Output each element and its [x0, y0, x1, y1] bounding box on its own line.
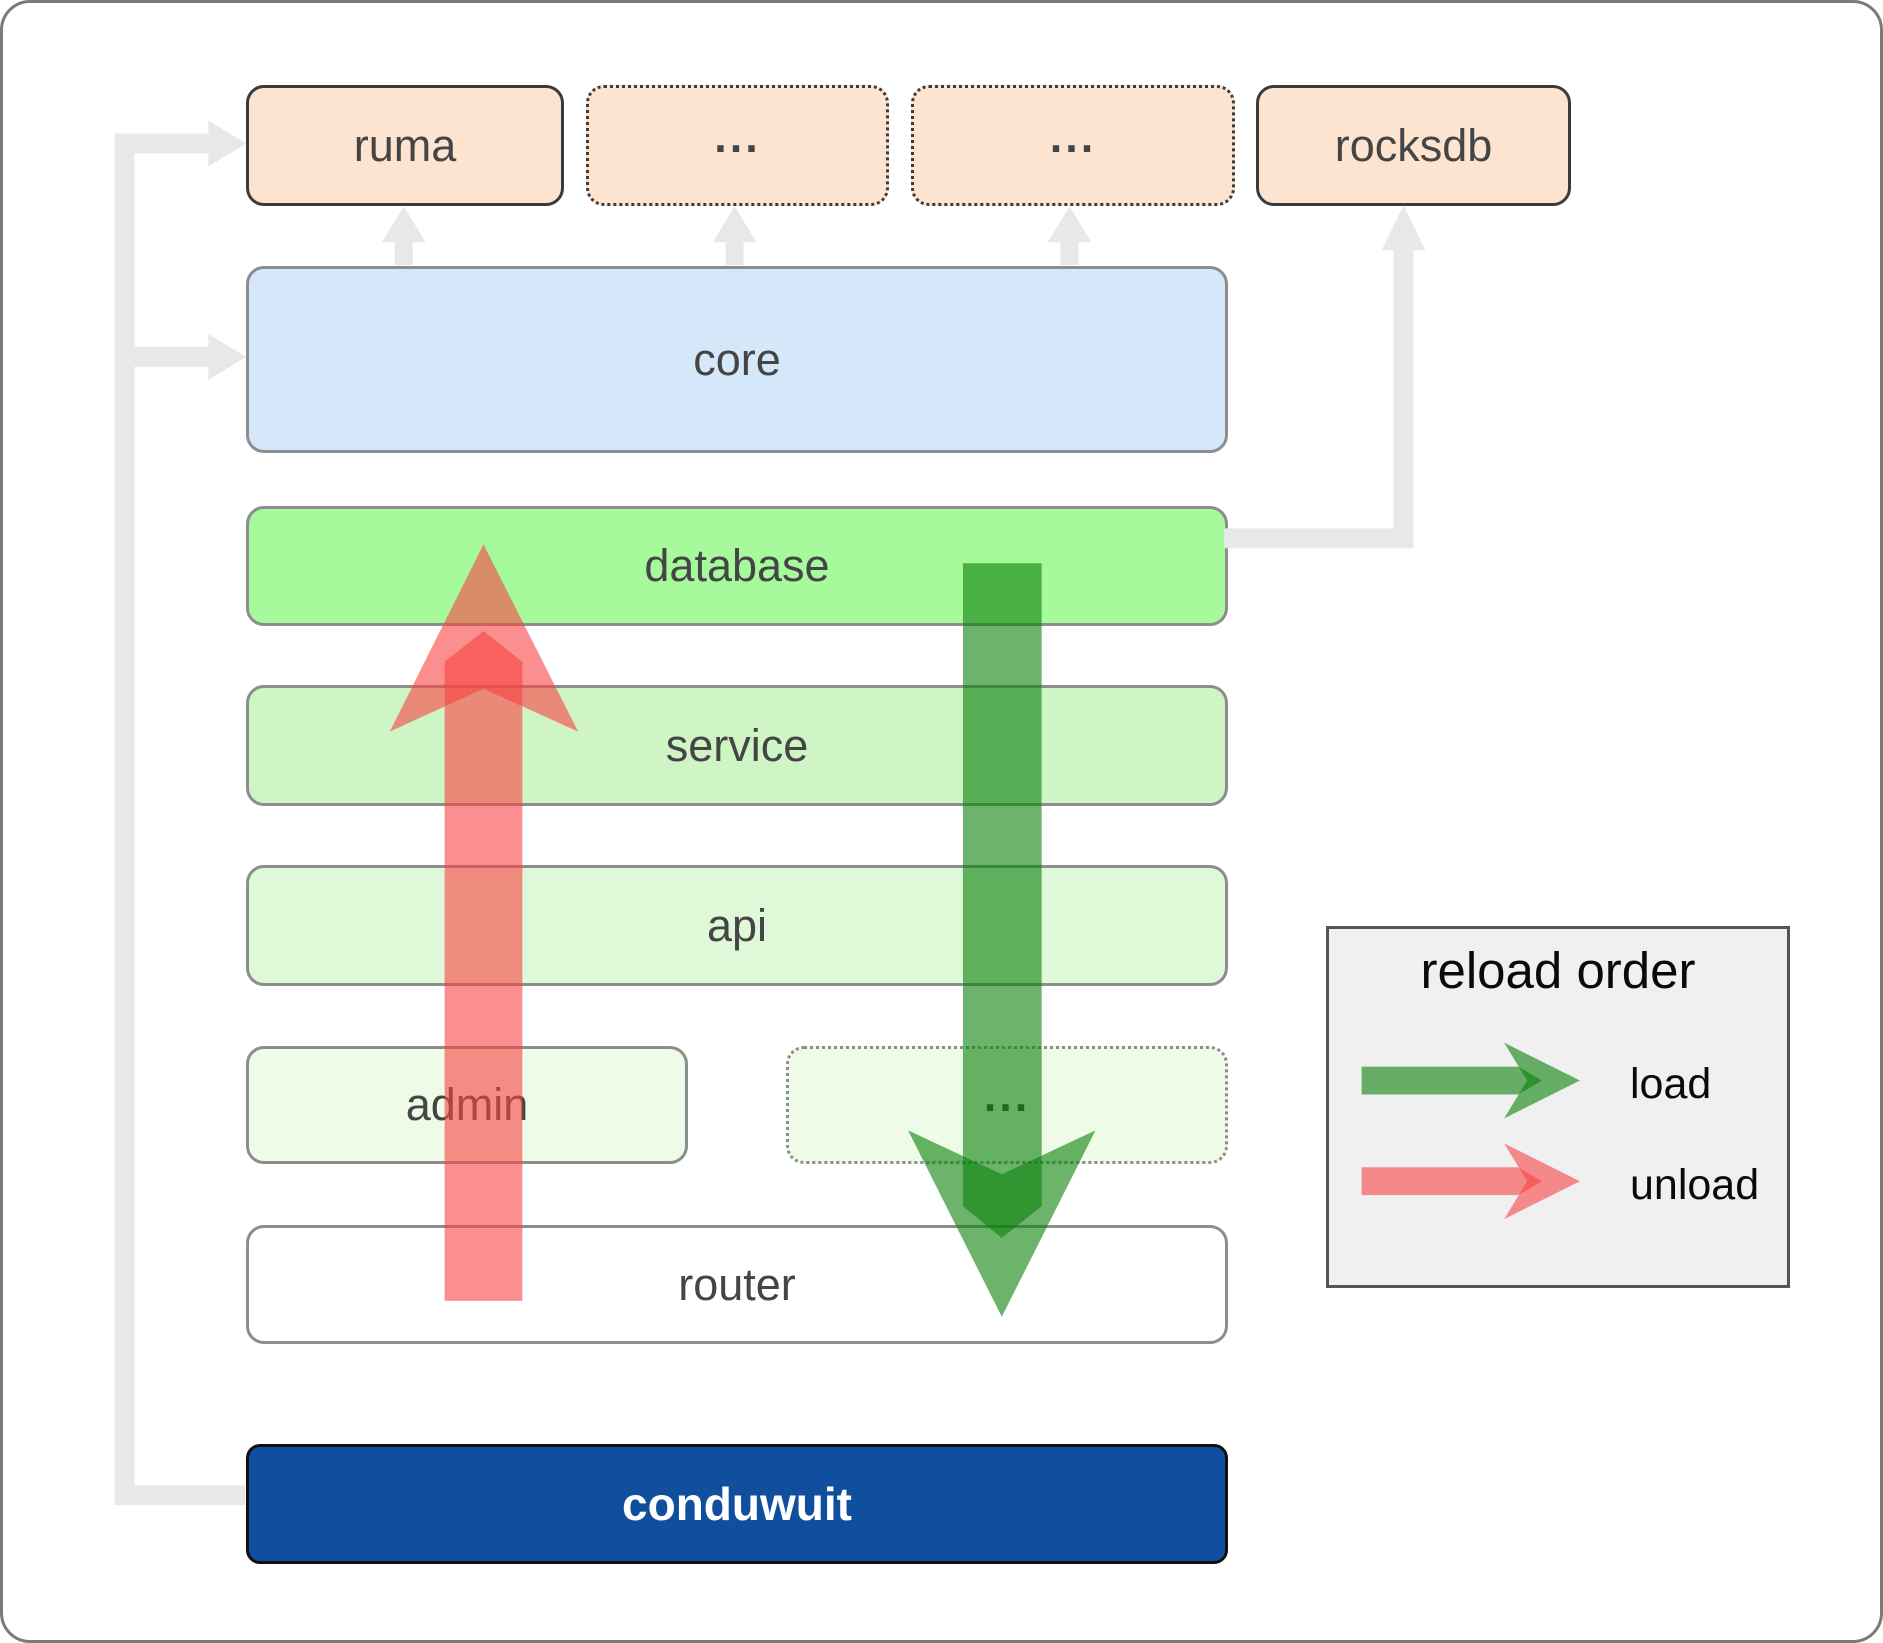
box-ellipsis-mid: ... [786, 1046, 1228, 1164]
box-rocksdb: rocksdb [1256, 85, 1571, 206]
connector-database-to-rocksdb [1224, 250, 1414, 549]
arrowhead-core [208, 333, 247, 380]
box-label: admin [405, 1079, 529, 1130]
box-label: api [706, 899, 768, 951]
box-admin: admin [246, 1046, 688, 1164]
arrowhead-core-to-ellipsis-2 [1047, 206, 1092, 243]
box-label: database [644, 540, 830, 591]
box-label: rocksdb [1334, 119, 1493, 171]
legend-label-load: load [1630, 1059, 1712, 1108]
arrowhead-core-to-ruma [381, 206, 426, 243]
legend-label-unload: unload [1630, 1160, 1760, 1209]
box-label: ... [714, 110, 761, 162]
box-router: router [246, 1225, 1228, 1344]
box-label: ... [983, 1070, 1031, 1121]
box-label: conduwuit [622, 1478, 852, 1530]
box-label: service [665, 719, 809, 771]
box-core: core [246, 266, 1228, 453]
box-label: core [693, 333, 781, 385]
box-api: api [246, 865, 1228, 986]
legend-title: reload order [1420, 942, 1696, 999]
box-service: service [246, 685, 1228, 806]
box-database: database [246, 506, 1228, 626]
box-ellipsis-top-1: ... [586, 85, 889, 206]
arrowhead-core-to-ellipsis-1 [712, 206, 757, 243]
box-label: router [678, 1258, 796, 1310]
box-ruma: ruma [246, 85, 564, 206]
box-ellipsis-top-2: ... [911, 85, 1235, 206]
box-conduwuit: conduwuit [246, 1444, 1228, 1564]
connector-conduwuit-to-ruma [114, 133, 246, 1506]
arrowhead-ruma [208, 120, 247, 167]
arrowhead-rocksdb [1381, 205, 1426, 251]
box-label: ... [1049, 110, 1097, 162]
arrows-overlay [114, 120, 1580, 1506]
box-label: ruma [353, 119, 457, 171]
